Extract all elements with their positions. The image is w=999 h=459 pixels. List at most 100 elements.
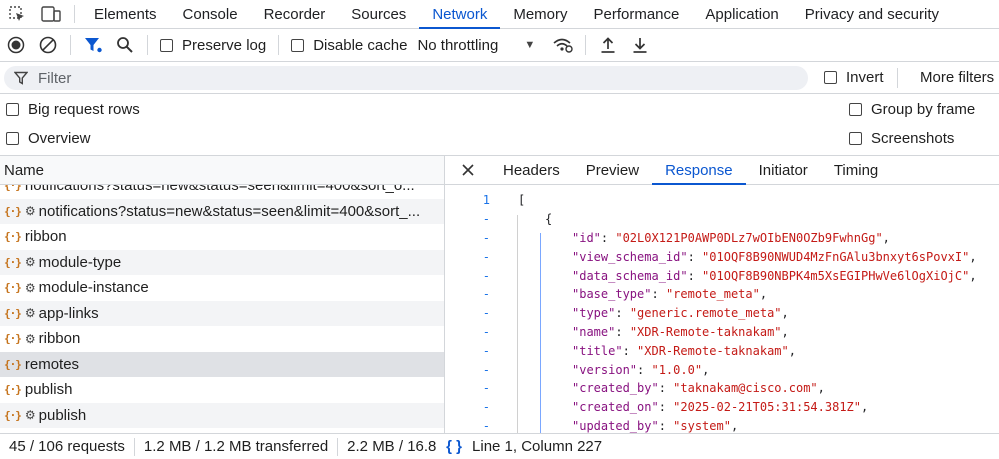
- checkbox-box[interactable]: [849, 103, 862, 116]
- line-gutter[interactable]: 1: [482, 193, 490, 208]
- line-gutter[interactable]: -: [482, 249, 490, 264]
- line-content: "view_schema_id": "01OQF8B90NWUD4MzFnGAl…: [490, 250, 977, 264]
- tab-console[interactable]: Console: [182, 5, 238, 23]
- checkbox-box[interactable]: [6, 103, 19, 116]
- filter-input[interactable]: Filter: [4, 66, 808, 90]
- tab-elements[interactable]: Elements: [94, 5, 157, 23]
- request-row[interactable]: {·}⚙notifications?status=new&status=seen…: [0, 198, 444, 224]
- invert-checkbox[interactable]: Invert: [818, 69, 890, 86]
- line-gutter[interactable]: -: [482, 268, 490, 283]
- import-har-icon[interactable]: [592, 29, 624, 62]
- inspect-element-icon[interactable]: [0, 0, 34, 28]
- checkbox-box[interactable]: [849, 132, 862, 145]
- response-line: -"base_type": "remote_meta",: [445, 285, 999, 304]
- filter-icon: [14, 71, 28, 85]
- request-row[interactable]: {·}publish: [0, 377, 444, 403]
- tab-response[interactable]: Response: [652, 156, 746, 185]
- filter-row: Filter Invert More filters: [0, 62, 999, 94]
- request-row[interactable]: {·}ribbon: [0, 224, 444, 250]
- line-gutter[interactable]: -: [482, 306, 490, 321]
- close-icon[interactable]: [445, 156, 490, 184]
- line-content: "data_schema_id": "01OQF8B90NBPK4m5XsEGI…: [490, 269, 977, 283]
- filter-funnel-icon[interactable]: [77, 29, 109, 62]
- clear-icon[interactable]: [32, 29, 64, 62]
- line-gutter[interactable]: -: [482, 362, 490, 377]
- tab-initiator[interactable]: Initiator: [758, 161, 808, 179]
- response-line: -"data_schema_id": "01OQF8B90NBPK4m5XsEG…: [445, 266, 999, 285]
- request-name: publish: [24, 381, 73, 399]
- json-colon: :: [658, 418, 674, 433]
- json-key: "name": [572, 324, 616, 339]
- json-key: "type": [572, 306, 616, 321]
- overview-checkbox[interactable]: Overview: [0, 130, 97, 147]
- tab-recorder[interactable]: Recorder: [263, 5, 326, 23]
- tab-headers[interactable]: Headers: [503, 161, 560, 179]
- device-toolbar-icon[interactable]: [34, 0, 68, 28]
- tab-sources[interactable]: Sources: [351, 5, 407, 23]
- service-worker-gear-icon: ⚙: [24, 255, 36, 270]
- record-icon[interactable]: [0, 29, 32, 62]
- group-by-frame-label: Group by frame: [871, 101, 976, 118]
- response-line: -"name": "XDR-Remote-taknakam",: [445, 323, 999, 342]
- pretty-print-icon[interactable]: { }: [446, 438, 463, 455]
- line-gutter[interactable]: -: [482, 230, 490, 245]
- checkbox-box[interactable]: [160, 38, 173, 52]
- line-content: {: [545, 212, 553, 227]
- request-row[interactable]: {·}⚙app-links: [0, 300, 444, 326]
- network-conditions-icon[interactable]: [547, 29, 579, 62]
- tab-timing[interactable]: Timing: [833, 161, 879, 179]
- request-list: Name {·}notifications?status=new&status=…: [0, 155, 445, 433]
- request-name: ribbon: [38, 330, 81, 348]
- tab-network[interactable]: Network: [419, 0, 501, 29]
- json-value: "2025-02-21T05:31:54.381Z": [673, 400, 861, 415]
- line-content: [: [518, 193, 526, 208]
- response-body[interactable]: 1[-{-"id": "02L0X121P0AWP0DLz7wOIbEN0OZb…: [445, 185, 999, 433]
- request-name: module-type: [38, 253, 122, 271]
- request-rows[interactable]: {·}notifications?status=new&status=seen&…: [0, 185, 444, 433]
- line-gutter[interactable]: -: [482, 418, 490, 433]
- tab-application[interactable]: Application: [705, 5, 779, 23]
- json-comma: ,: [759, 287, 768, 302]
- request-row[interactable]: {·}⚙module-instance: [0, 275, 444, 301]
- group-by-frame-checkbox[interactable]: Group by frame: [843, 101, 981, 118]
- screenshots-checkbox[interactable]: Screenshots: [843, 130, 960, 147]
- preserve-log-checkbox[interactable]: Preserve log: [154, 37, 272, 54]
- tab-preview[interactable]: Preview: [585, 161, 640, 179]
- search-icon[interactable]: [109, 29, 141, 62]
- overview-label: Overview: [28, 130, 91, 147]
- chevron-down-icon: ▼: [524, 39, 536, 51]
- line-gutter[interactable]: -: [482, 212, 490, 227]
- line-gutter[interactable]: -: [482, 287, 490, 302]
- json-value: "generic.remote_meta": [629, 306, 782, 321]
- service-worker-gear-icon: ⚙: [24, 408, 36, 423]
- line-gutter[interactable]: -: [482, 324, 490, 339]
- more-filters-button[interactable]: More filters: [920, 69, 995, 86]
- json-value: "taknakam@cisco.com": [673, 381, 818, 396]
- line-gutter[interactable]: -: [482, 400, 490, 415]
- request-row[interactable]: {·}notifications?status=new&status=seen&…: [0, 185, 444, 199]
- tab-performance[interactable]: Performance: [593, 5, 680, 23]
- request-row[interactable]: {·}⚙publish: [0, 402, 444, 428]
- big-request-rows-checkbox[interactable]: Big request rows: [0, 101, 146, 118]
- json-file-icon: {·}: [4, 185, 22, 193]
- json-file-icon: {·}: [4, 204, 22, 218]
- disable-cache-checkbox[interactable]: Disable cache: [285, 37, 413, 54]
- separator: [70, 35, 71, 55]
- name-column-header[interactable]: Name: [0, 155, 444, 185]
- request-row[interactable]: {·}⚙ribbon: [0, 326, 444, 352]
- request-row[interactable]: {·}⚙module-type: [0, 249, 444, 275]
- throttling-select[interactable]: No throttling ▼: [413, 37, 541, 54]
- preserve-log-label: Preserve log: [182, 36, 267, 54]
- line-gutter[interactable]: -: [482, 343, 490, 358]
- request-name: publish: [38, 406, 87, 424]
- tab-privacy-and-security[interactable]: Privacy and security: [804, 5, 939, 23]
- request-row[interactable]: {·}remotes: [0, 351, 444, 377]
- json-colon: :: [651, 287, 666, 302]
- json-colon: :: [615, 306, 630, 321]
- line-gutter[interactable]: -: [482, 381, 490, 396]
- checkbox-box[interactable]: [824, 71, 837, 84]
- checkbox-box[interactable]: [291, 38, 305, 52]
- checkbox-box[interactable]: [6, 132, 19, 145]
- export-har-icon[interactable]: [624, 29, 656, 62]
- tab-memory[interactable]: Memory: [513, 5, 568, 23]
